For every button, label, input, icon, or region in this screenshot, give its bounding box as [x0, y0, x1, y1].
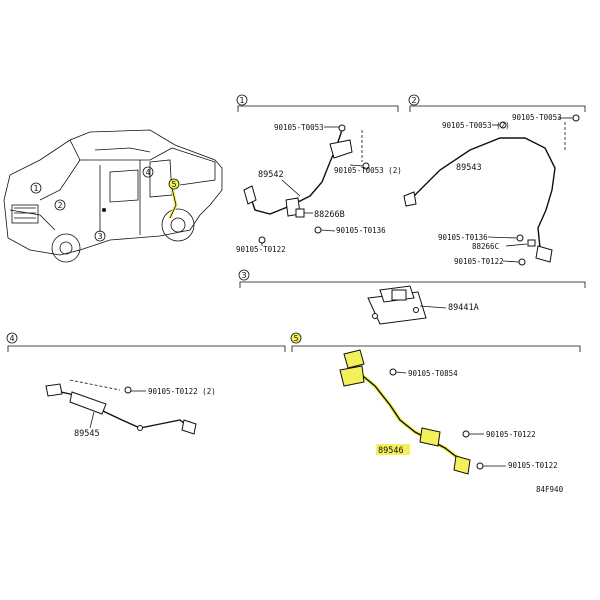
svg-text:89546: 89546	[378, 446, 404, 456]
vehicle-callout-5: 5	[168, 178, 180, 190]
svg-text:5: 5	[171, 180, 176, 189]
svg-text:90105-T0122: 90105-T0122	[486, 430, 536, 439]
section-2-badge	[408, 94, 420, 106]
section-3-badge	[238, 269, 250, 281]
svg-text:4: 4	[145, 168, 150, 177]
svg-text:90105-T0122 (2): 90105-T0122 (2)	[148, 387, 216, 396]
svg-text:90105-T0854: 90105-T0854	[408, 369, 458, 378]
svg-text:88266C: 88266C	[472, 242, 499, 251]
vehicle-callout-4: 4	[142, 166, 154, 178]
section-2: 2 90105-T0053 90105-T0053 (2) 89543 9010…	[403, 94, 586, 266]
svg-text:90105-T0053 (2): 90105-T0053 (2)	[442, 121, 510, 130]
svg-text:89542: 89542	[258, 170, 284, 180]
svg-text:90105-T0136: 90105-T0136	[438, 233, 488, 242]
svg-text:2: 2	[57, 201, 62, 210]
svg-text:1: 1	[239, 96, 244, 105]
part-89546-highlight	[376, 444, 410, 455]
svg-text:89543: 89543	[456, 163, 482, 173]
svg-text:90105-T0136: 90105-T0136	[336, 226, 386, 235]
vehicle-illustration	[3, 129, 223, 263]
svg-text:1: 1	[33, 184, 38, 193]
svg-text:89441A: 89441A	[448, 303, 479, 313]
section-3: 3 89441A	[238, 269, 586, 325]
section-1: 1 90105-T0053 89542 90105-T0053 (2) 8826…	[236, 94, 402, 254]
svg-text:89545: 89545	[74, 429, 100, 439]
vehicle-callout-2: 2	[54, 199, 66, 211]
figure-code: 84F940	[536, 485, 564, 494]
svg-text:90105-T0122: 90105-T0122	[236, 245, 286, 254]
section-4: 4 90105-T0122 (2) 89545	[6, 332, 286, 439]
section-1-badge	[236, 94, 248, 106]
svg-text:3: 3	[97, 232, 102, 241]
section-5-badge	[290, 332, 302, 344]
svg-text:90105-T0053 (2): 90105-T0053 (2)	[334, 166, 402, 175]
section-4-badge	[6, 332, 18, 344]
svg-text:88266B: 88266B	[314, 210, 345, 220]
svg-text:3: 3	[241, 271, 246, 280]
section-5: 5 90105-T0854 89546 90105-T0122 90105-T0…	[290, 332, 581, 475]
vehicle-callout-3: 3	[94, 230, 106, 242]
svg-text:5: 5	[293, 334, 298, 343]
svg-text:90105-T0122: 90105-T0122	[508, 461, 558, 470]
svg-text:2: 2	[411, 96, 416, 105]
svg-text:4: 4	[9, 334, 14, 343]
svg-text:90105-T0053: 90105-T0053	[512, 113, 562, 122]
svg-text:90105-T0053: 90105-T0053	[274, 123, 324, 132]
svg-text:90105-T0122: 90105-T0122	[454, 257, 504, 266]
vehicle-callout-1: 1	[30, 182, 42, 194]
